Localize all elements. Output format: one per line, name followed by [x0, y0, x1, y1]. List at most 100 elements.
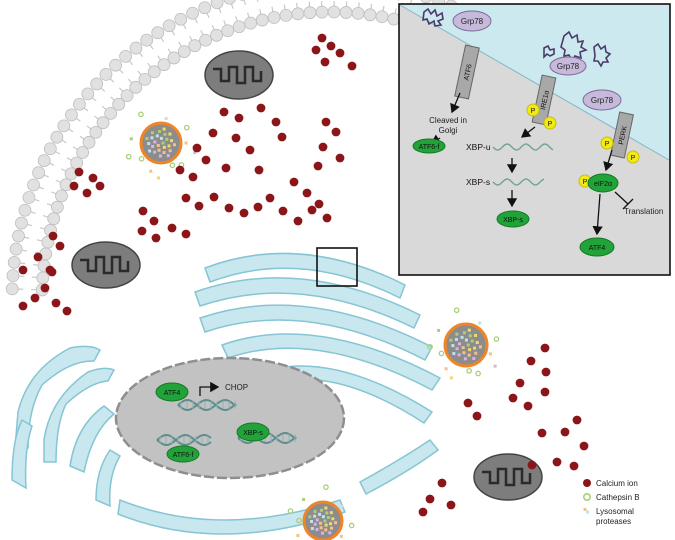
- lipid-head: [81, 87, 95, 101]
- calcium-ion: [425, 494, 435, 504]
- calcium-ion: [320, 57, 330, 67]
- atf6-f-protein: ATF6-f: [412, 138, 446, 154]
- legend-calcium-ion: Calcium ion: [583, 479, 638, 488]
- calcium-ion: [55, 241, 65, 251]
- lipid-head: [55, 189, 68, 203]
- xbp-u-label: XBP-u: [466, 142, 491, 152]
- lipid-head: [57, 119, 71, 133]
- lipid-head: [99, 67, 113, 81]
- lipid-head: [82, 135, 96, 149]
- grp78-label: Grp78: [557, 62, 580, 71]
- calcium-ion: [540, 387, 550, 397]
- calcium-ion: [18, 301, 28, 311]
- lipid-head: [147, 65, 161, 79]
- phospho-label: P: [583, 179, 588, 186]
- calcium-ion: [253, 202, 263, 212]
- calcium-ion: [314, 199, 324, 209]
- calcium-ion: [326, 41, 336, 51]
- lipid-head: [363, 8, 377, 22]
- lipid-head: [5, 282, 19, 296]
- legend-label: Calcium ion: [596, 479, 638, 488]
- lipid-head: [420, 0, 432, 4]
- lipid-head: [140, 33, 154, 47]
- calcium-ion: [18, 265, 28, 275]
- calcium-ion: [47, 267, 57, 277]
- xbp-s-protein: XBP-s: [236, 422, 270, 442]
- lipid-head: [32, 166, 45, 180]
- lipid-head: [12, 229, 25, 243]
- nucleus: ATF4 CHOP XBP-s ATF6-f: [114, 356, 346, 480]
- arrow-to-atf4: [592, 193, 603, 236]
- calcium-ion: [437, 478, 447, 488]
- lipid-head: [37, 154, 51, 167]
- calcium-ion: [221, 163, 231, 173]
- legend: Calcium ion Cathepsin B Lysosomal protea…: [582, 479, 640, 526]
- calcium-ion: [181, 193, 191, 203]
- lipid-head: [174, 12, 188, 26]
- lipid-head: [18, 203, 32, 217]
- xbp-u-mrna: [492, 143, 554, 151]
- calcium-ion: [254, 165, 264, 175]
- lipid-head: [43, 142, 57, 156]
- legend-label-continuation: proteases: [596, 517, 631, 526]
- lipid-head: [120, 89, 134, 103]
- er-cisternae: [11, 252, 442, 535]
- calcium-ion: [188, 172, 198, 182]
- translation-label: Translation: [624, 207, 663, 216]
- calcium-ion: [579, 441, 589, 451]
- lipid-head: [50, 200, 64, 214]
- chop-label: CHOP: [225, 383, 248, 392]
- phosphate: P: [600, 136, 614, 150]
- dna-strand: [156, 433, 212, 447]
- lipid-head: [65, 108, 78, 122]
- inset-panel: Grp78 Grp78 Grp78 ATF6 Cleaved in Golgi …: [398, 3, 671, 276]
- lipid-head: [104, 106, 118, 120]
- lipid-head: [162, 19, 176, 33]
- calcium-ion: [194, 201, 204, 211]
- calcium-ion: [335, 48, 345, 58]
- calcium-ion: [322, 213, 332, 223]
- calcium-ion: [526, 356, 536, 366]
- calcium-ion: [313, 161, 323, 171]
- grp78-chaperone: Grp78: [582, 89, 622, 111]
- calcium-ion: [307, 205, 317, 215]
- lipid-head: [6, 269, 20, 283]
- lipid-head: [7, 255, 21, 269]
- lysosomes: [125, 111, 500, 540]
- calcium-ion: [224, 203, 234, 213]
- calcium-ion: [231, 133, 241, 143]
- calcium-ion: [508, 393, 518, 403]
- legend-label: Cathepsin B: [596, 493, 640, 502]
- calcium-ion: [537, 428, 547, 438]
- lipid-head: [303, 6, 317, 20]
- lipid-head: [129, 80, 143, 94]
- calcium-ion: [167, 223, 177, 233]
- mitochondria: [71, 50, 543, 501]
- phosphate: P: [626, 150, 640, 164]
- lipid-head: [210, 0, 224, 10]
- calcium-ion: [446, 500, 456, 510]
- calcium-ion: [321, 117, 331, 127]
- lipid-head: [119, 49, 132, 63]
- calcium-ion: [51, 298, 61, 308]
- lysosome: [427, 307, 500, 380]
- calcium-ion: [278, 206, 288, 216]
- xbp-s-mrna: [492, 178, 545, 186]
- lipid-head: [90, 77, 104, 91]
- calcium-ion: [572, 415, 582, 425]
- calcium-ion: [569, 461, 579, 471]
- calcium-ion: [318, 142, 328, 152]
- lipid-head: [167, 51, 181, 65]
- phospho-label: P: [605, 141, 610, 148]
- calcium-ion: [192, 143, 202, 153]
- calcium-ion: [209, 192, 219, 202]
- calcium-ion: [418, 507, 428, 517]
- lipid-head: [198, 1, 212, 15]
- calcium-ion: [234, 113, 244, 123]
- phospho-label: P: [548, 121, 553, 128]
- calcium-ion: [289, 177, 299, 187]
- lysosome: [287, 484, 355, 540]
- calcium-ion: [82, 188, 92, 198]
- calcium-ion: [256, 103, 266, 113]
- lipid-head: [109, 58, 122, 72]
